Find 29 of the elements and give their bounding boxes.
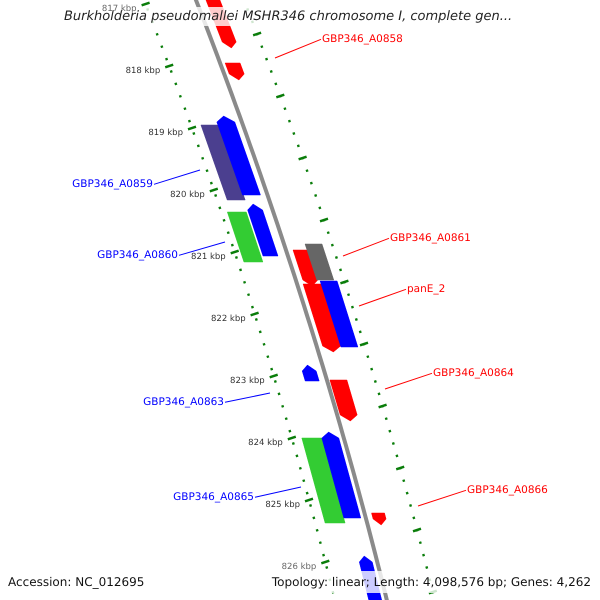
gene-label: GBP346_A0866	[467, 485, 548, 496]
scale-label: 819 kbp	[148, 129, 183, 138]
leader-line	[342, 238, 390, 256]
scale-label: 820 kbp	[170, 191, 205, 200]
gene-label: GBP346_A0865	[173, 492, 254, 502]
leader-line	[384, 372, 432, 390]
gene-label: GBP346_A0864	[433, 368, 514, 378]
gene-label: GBP346_A0863	[143, 397, 224, 408]
scale-label: 826 kbp	[282, 563, 316, 572]
leader-line	[358, 288, 406, 306]
genome-stats-text: Topology: linear; Length: 4,098,576 bp; Genes: 4,262	[272, 576, 591, 588]
scale-label: 825 kbp	[265, 501, 300, 510]
leader-line	[254, 486, 302, 498]
scale-label: 821 kbp	[191, 253, 226, 262]
gene-label: GBP346_A0860	[97, 250, 178, 260]
leader-line	[178, 242, 226, 256]
scale-label: 824 kbp	[248, 439, 283, 448]
leader-line	[154, 170, 200, 185]
gene-label: GBP346_A0861	[390, 233, 471, 244]
leader-line	[418, 490, 466, 506]
accession-text: Accession: NC_012695	[8, 576, 144, 588]
scale-label: 823 kbp	[230, 377, 265, 386]
gene-label: GBP346_A0858	[322, 34, 403, 44]
gene-label: GBP346_A0859	[72, 179, 153, 190]
leader-line	[274, 38, 322, 58]
gene-label: panE_2	[407, 284, 446, 294]
scale-label: 818 kbp	[126, 67, 160, 76]
leader-line	[224, 392, 270, 403]
scale-label: 822 kbp	[211, 315, 246, 324]
